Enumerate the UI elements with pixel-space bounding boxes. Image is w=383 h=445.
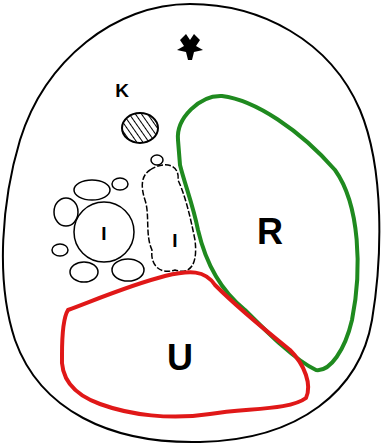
region-outline-path <box>178 96 358 370</box>
muscle-region: R <box>165 88 365 378</box>
structure-label: I <box>101 224 106 243</box>
region-outline-path <box>62 272 308 416</box>
region-label: R <box>257 214 283 250</box>
structure-label: I <box>172 231 177 250</box>
region-label: U <box>167 340 193 376</box>
structure-label: K <box>115 81 129 100</box>
muscle-region: U <box>55 265 317 425</box>
